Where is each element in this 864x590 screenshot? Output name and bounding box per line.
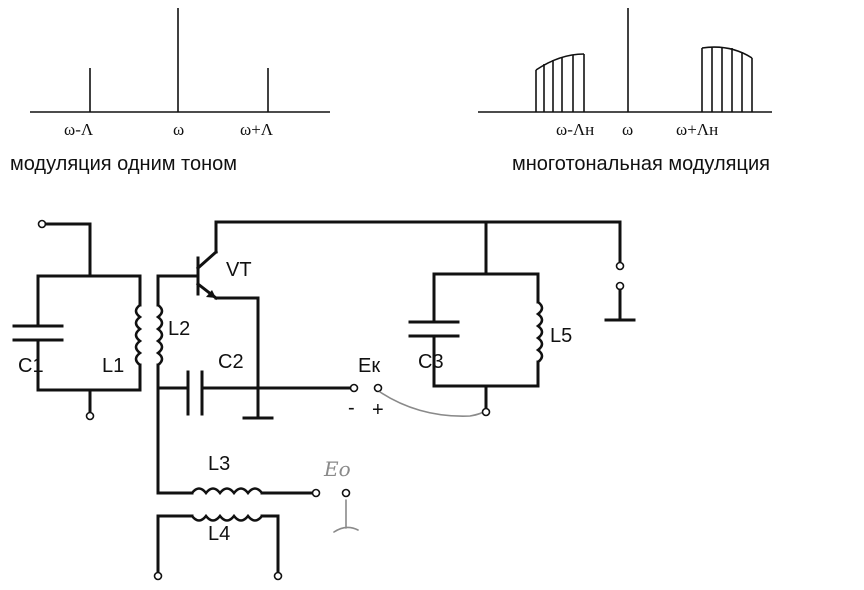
label-plus: + [372,399,384,421]
terminal [615,281,625,291]
label-e0-handwritten: Eo [323,457,351,481]
label-l5: L5 [550,325,572,347]
terminal-l4-left [153,571,163,581]
supply-terminal-plus [373,383,383,393]
supply-terminal-minus [349,383,359,393]
wire [156,514,194,574]
single-tone-spectrum: ω-Λ ω ω+Λ модуляция одним тоном [10,8,330,175]
inductor-l2-coil [155,303,164,367]
single-tone-caption: модуляция одним тоном [10,153,237,175]
input-terminal-bottom [85,411,95,421]
wire-collector-rail [214,220,622,264]
tick-label-upper: ω+Λн [676,120,718,139]
label-vt: VT [226,259,252,281]
label-minus: - [348,397,355,419]
label-l3: L3 [208,453,230,475]
label-l2: L2 [168,318,190,340]
label-l4: L4 [208,523,230,545]
terminal-e0-top [311,488,321,498]
tick-label-carrier: ω [173,120,184,139]
terminal-e0-bottom [341,488,351,498]
wire [260,514,280,574]
emitter-arrow-icon [206,290,216,298]
input-terminal-top [37,219,47,229]
label-c1: C1 [18,355,44,377]
inductor-l1-coil [134,303,143,367]
wire [44,222,92,278]
inductor-l4-coil [190,513,264,522]
terminal [615,261,625,271]
modulation-transformer: L3 L4 Eo [153,453,359,581]
multitone-spectrum: ω-Λн ω ω+Λн многотональная модуляция [478,8,772,175]
inductor-l5-coil [535,300,544,364]
tick-label-carrier: ω [622,120,633,139]
lower-band-envelope [535,53,585,71]
transistor-stage: L2 VT C2 [155,220,622,495]
label-c2: C2 [218,351,244,373]
terminal-l4-right [273,571,283,581]
tick-label-upper: ω+Λ [240,120,274,139]
tick-label-lower: ω-Λ [64,120,94,139]
label-l1: L1 [102,355,124,377]
modulator-circuit: C1 L1 L2 VT C2 Е [12,219,636,581]
label-ek: Ек [358,355,380,377]
tick-label-lower: ω-Λн [556,120,594,139]
output-tank-c3-l5: C3 L5 [408,220,572,417]
wire [214,296,260,390]
input-tank-c1-l1: C1 L1 [12,219,143,421]
lower-sideband-band [535,53,585,112]
label-c3: C3 [418,351,444,373]
output-terminal-bottom [481,407,491,417]
supply-ek: Ек - + [348,355,487,421]
inductor-l3-coil [190,487,264,496]
wire [156,274,200,307]
upper-sideband-band [701,46,753,112]
transistor-vt-collector [195,249,219,271]
handdrawn-connection [379,391,487,417]
multitone-caption: многотональная модуляция [512,153,770,175]
upper-band-envelope [701,46,753,59]
output-switch [604,261,636,322]
handdrawn-e0-symbol [333,499,359,533]
